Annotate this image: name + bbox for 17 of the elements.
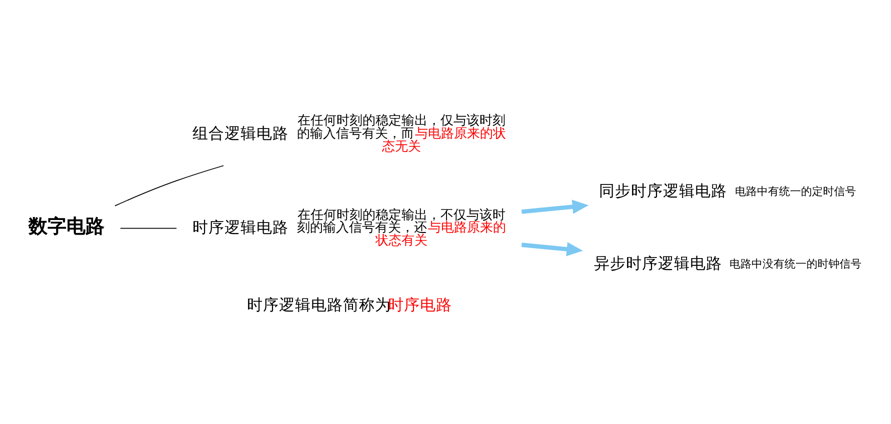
- node-text: 时序逻辑电路: [192, 218, 289, 236]
- node-text: 数字电路: [28, 214, 105, 237]
- connector: [120, 227, 177, 228]
- node-label: 态无关: [382, 138, 421, 154]
- arrow: [521, 242, 583, 256]
- node-label: 与电路原来的: [428, 220, 506, 236]
- node-label: 状态有关: [375, 233, 428, 248]
- node-text: 异步时序逻辑电路: [594, 254, 722, 272]
- node-label: 电路中有统一的定时信号: [734, 184, 856, 198]
- node-label: 电路中没有统一的时钟信号: [730, 257, 862, 270]
- node-text: 组合逻辑电路: [192, 124, 289, 142]
- node-label: 与电路原来的状: [414, 126, 506, 141]
- connector: [114, 164, 224, 206]
- arrow: [521, 199, 589, 214]
- label: 时序电路: [388, 295, 452, 314]
- node-label: 的输入信号有关，而: [297, 126, 414, 141]
- node-text: 同步时序逻辑电路: [598, 181, 727, 200]
